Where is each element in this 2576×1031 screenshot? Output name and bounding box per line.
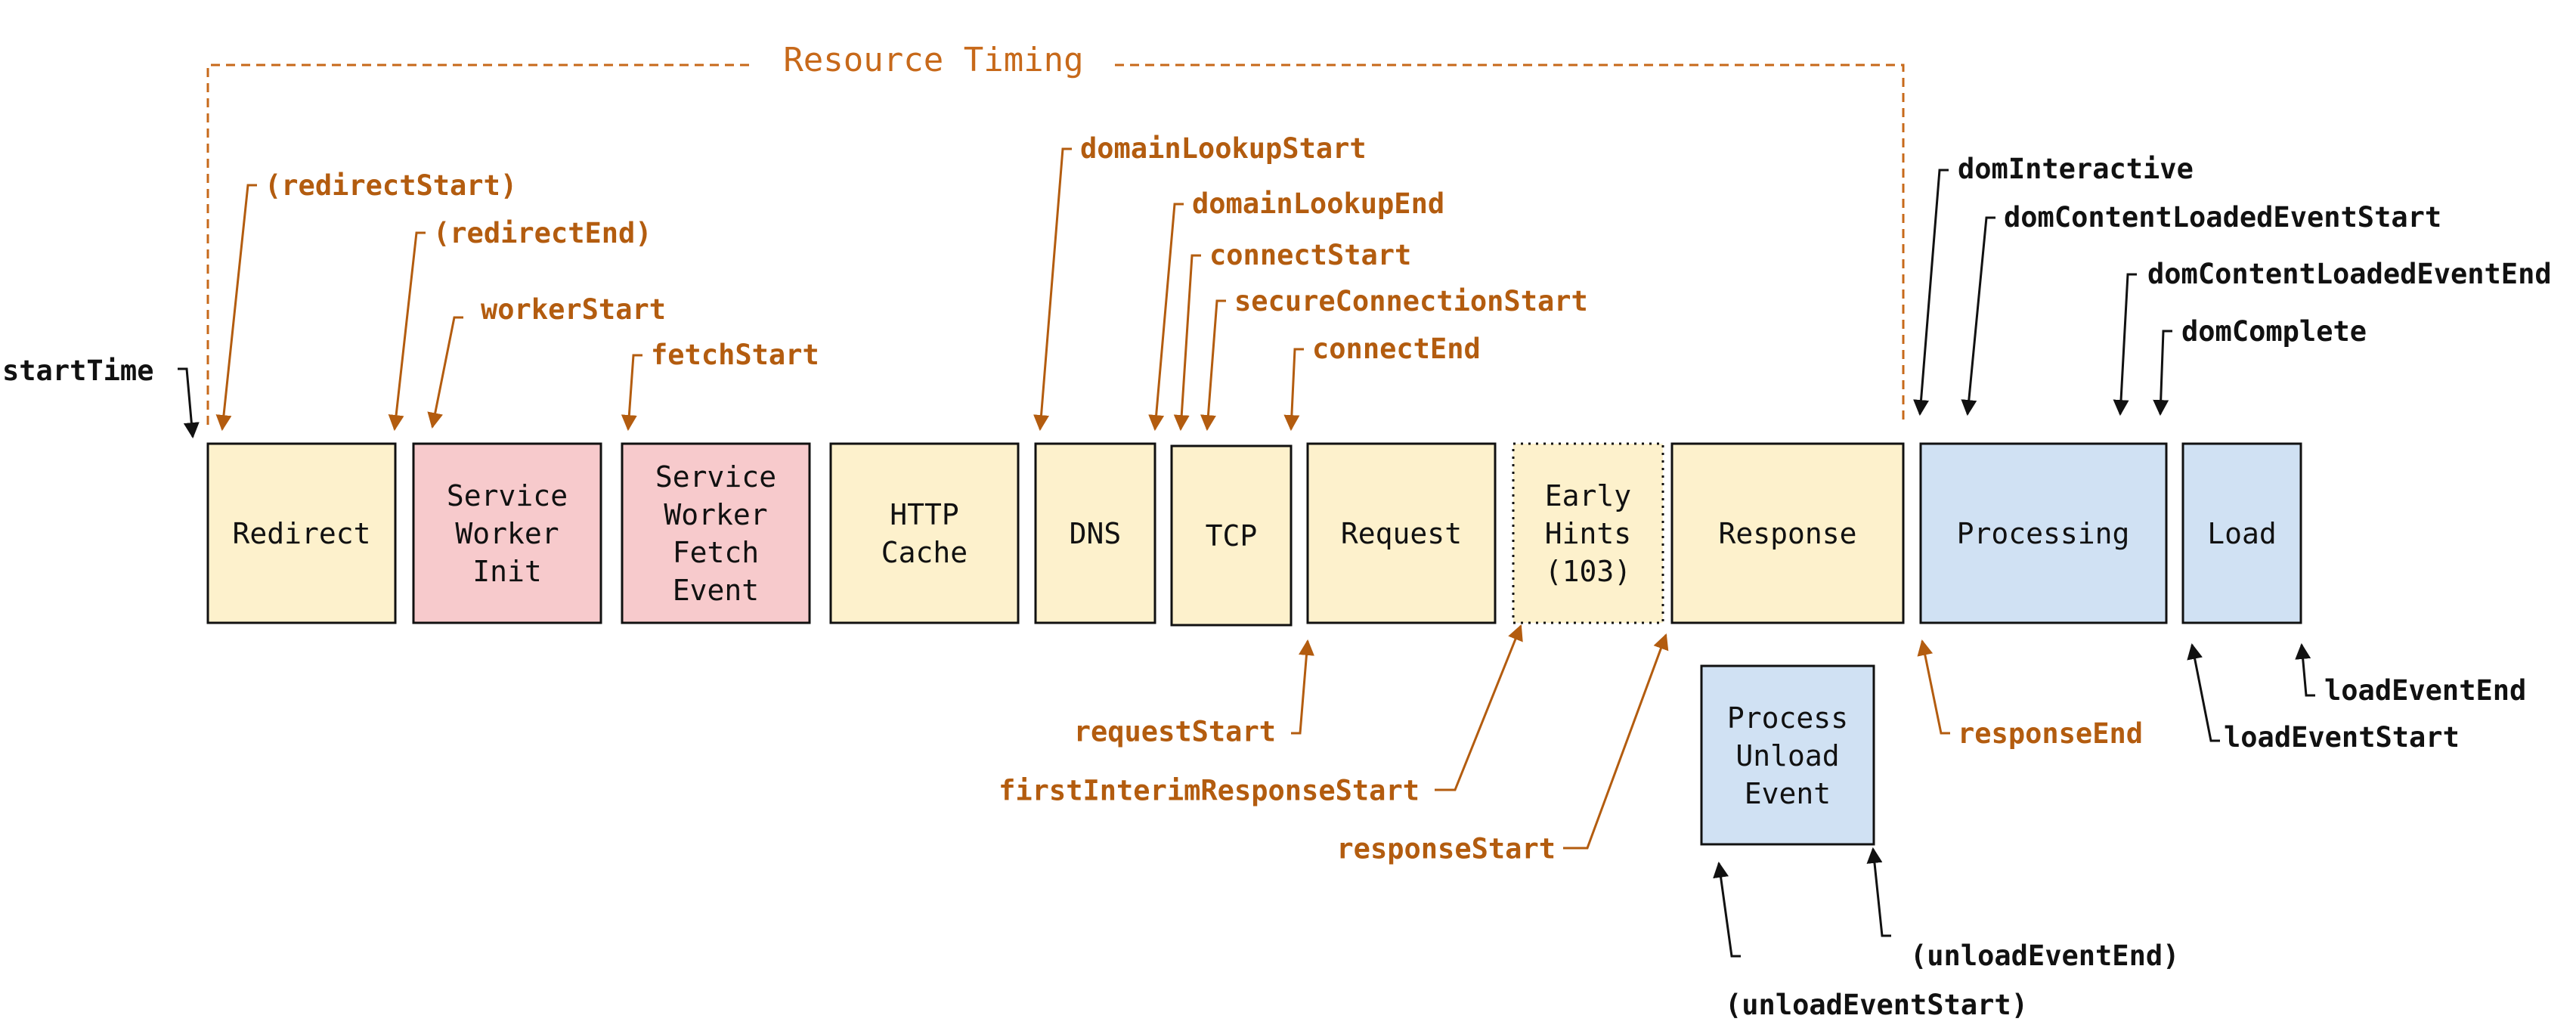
box-label-line: DNS (1070, 517, 1122, 550)
label-requestStart: requestStart (1074, 716, 1276, 748)
request-box: Request (1306, 442, 1497, 624)
label-domainLookupStart: domainLookupStart (1080, 132, 1367, 165)
label-domainLookupEnd: domainLookupEnd (1192, 187, 1444, 220)
load-box: Load (2181, 442, 2302, 624)
label-redirectEnd: (redirectEnd) (433, 217, 652, 249)
resource-timing-bracket: Resource Timing (206, 41, 1905, 425)
label-loadEventEnd: loadEventEnd (2324, 674, 2526, 707)
load-label: Load (2207, 517, 2277, 550)
label-unloadEventEnd: (unloadEventEnd) (1910, 940, 2179, 972)
box-label-line: Init (472, 555, 542, 588)
tcp-label: TCP (1206, 519, 1258, 553)
label-responseStart: responseStart (1336, 833, 1556, 865)
http-cache-box: HTTP Cache (829, 442, 1020, 624)
label-unloadEventStart: (unloadEventStart) (1725, 989, 2028, 1021)
box-label-line: Request (1341, 517, 1462, 550)
label-secureConnectionStart: secureConnectionStart (1234, 285, 1588, 317)
tcp-box: TCP (1170, 444, 1293, 627)
box-label-line: Cache (881, 536, 968, 569)
box-label-line: Worker (455, 517, 559, 550)
box-label-line: Service (655, 460, 776, 494)
label-responseEnd: responseEnd (1958, 717, 2143, 750)
label-connectStart: connectStart (1209, 239, 1411, 271)
label-fetchStart: fetchStart (651, 339, 819, 371)
box-label-line: Load (2207, 517, 2277, 550)
resource-timing-title: Resource Timing (783, 41, 1083, 79)
dns-box: DNS (1034, 442, 1156, 624)
processing-box: Processing (1919, 442, 2168, 624)
box-label-line: TCP (1206, 519, 1258, 553)
response-box: Response (1670, 442, 1905, 624)
request-label: Request (1341, 517, 1462, 550)
top-black-leaders (178, 169, 2172, 439)
box-label-line: Event (1745, 777, 1831, 810)
redirect-box: Redirect (206, 442, 397, 624)
box-label-line: Service (447, 479, 568, 512)
box-label-line: Response (1718, 517, 1856, 550)
box-label-line: (103) (1545, 555, 1631, 588)
label-domContentLoadedEventStart: domContentLoadedEventStart (2004, 201, 2441, 234)
box-label-line: Hints (1545, 517, 1631, 550)
redirect-box-label: Redirect (232, 517, 370, 550)
label-loadEventStart: loadEventStart (2224, 721, 2460, 754)
top-orange-leaders (215, 147, 1304, 432)
box-label-line: Redirect (232, 517, 370, 550)
box-label-line: Event (673, 574, 759, 607)
box-label-line: Worker (664, 498, 767, 531)
label-workerStart: workerStart (481, 293, 666, 326)
box-label-line: HTTP (890, 498, 959, 531)
box-label-line: Process (1727, 701, 1848, 735)
label-domComplete: domComplete (2181, 315, 2367, 348)
box-label-line: Fetch (673, 536, 759, 569)
label-connectEnd: connectEnd (1312, 333, 1481, 365)
label-startTime: startTime (2, 355, 153, 387)
label-redirectStart: (redirectStart) (265, 169, 517, 202)
label-domContentLoadedEventEnd: domContentLoadedEventEnd (2147, 258, 2552, 290)
label-domInteractive: domInteractive (1958, 153, 2194, 185)
processing-label: Processing (1957, 517, 2130, 550)
label-firstInterimResponseStart: firstInterimResponseStart (999, 775, 1420, 807)
response-label: Response (1718, 517, 1856, 550)
bottom-black-leaders (1713, 642, 2315, 958)
dns-label: DNS (1070, 517, 1122, 550)
box-label-line: Unload (1735, 739, 1839, 772)
bottom-orange-leaders (1291, 624, 1950, 850)
box-label-line: Processing (1957, 517, 2130, 550)
http-cache-label: HTTP Cache (881, 498, 968, 569)
box-label-line: Early (1545, 479, 1631, 512)
